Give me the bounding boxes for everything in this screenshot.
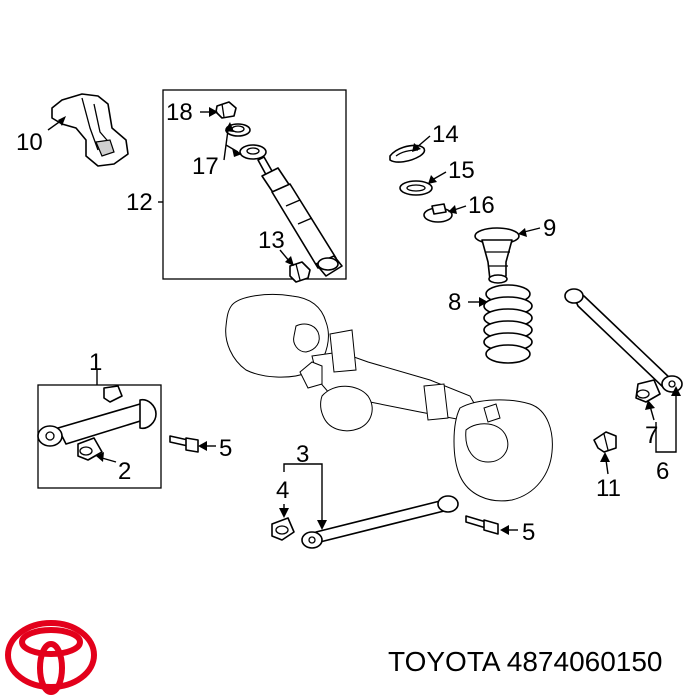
part-3-lateral-rod [301,495,459,549]
callout-8: 8 [448,289,461,316]
callout-5-right: 5 [522,519,535,546]
rear-axle-housing [225,293,553,502]
part-4-bushing [271,517,295,541]
part-shock-absorber [257,156,343,277]
callout-13: 13 [258,227,285,254]
callout-14: 14 [432,121,459,148]
callout-11: 11 [596,475,621,502]
callout-4: 4 [276,477,289,504]
part-1-lower-arm [37,385,157,447]
part-5-bolt-left [169,435,199,453]
toyota-logo-icon [5,620,97,695]
part-16-bumper-seat [423,203,453,223]
brand-name: TOYOTA [388,646,499,677]
leader-lines [47,107,681,535]
part-caption: TOYOTA 4874060150 [388,646,663,678]
part-number: 4874060150 [506,646,663,677]
callout-7: 7 [645,422,658,449]
callout-6: 6 [656,458,669,485]
part-10-bracket [51,93,129,167]
callout-3: 3 [296,441,309,468]
part-2-bushing [77,437,103,461]
part-8-coil-spring [483,284,533,364]
part-13-bushing [289,261,311,283]
part-7-bushing [635,379,661,403]
part-11-clip [593,431,617,453]
part-9-bump-stopper [474,227,520,284]
part-15-spring-insulator [399,180,433,196]
part-6-upper-arm [564,288,683,393]
part-17-washer-lower [239,144,267,160]
callout-2: 2 [118,458,131,485]
callout-15: 15 [448,157,475,184]
callout-17: 17 [192,153,219,180]
callout-18: 18 [166,99,193,126]
part-18-nut [215,101,237,119]
callout-9: 9 [543,215,556,242]
callout-10: 10 [16,129,43,156]
callout-16: 16 [468,192,495,219]
group-12-frame [162,89,347,280]
callout-12: 12 [126,189,153,216]
callout-5-left: 5 [219,435,232,462]
callout-1: 1 [89,349,102,376]
part-5-bolt-right [465,515,499,535]
